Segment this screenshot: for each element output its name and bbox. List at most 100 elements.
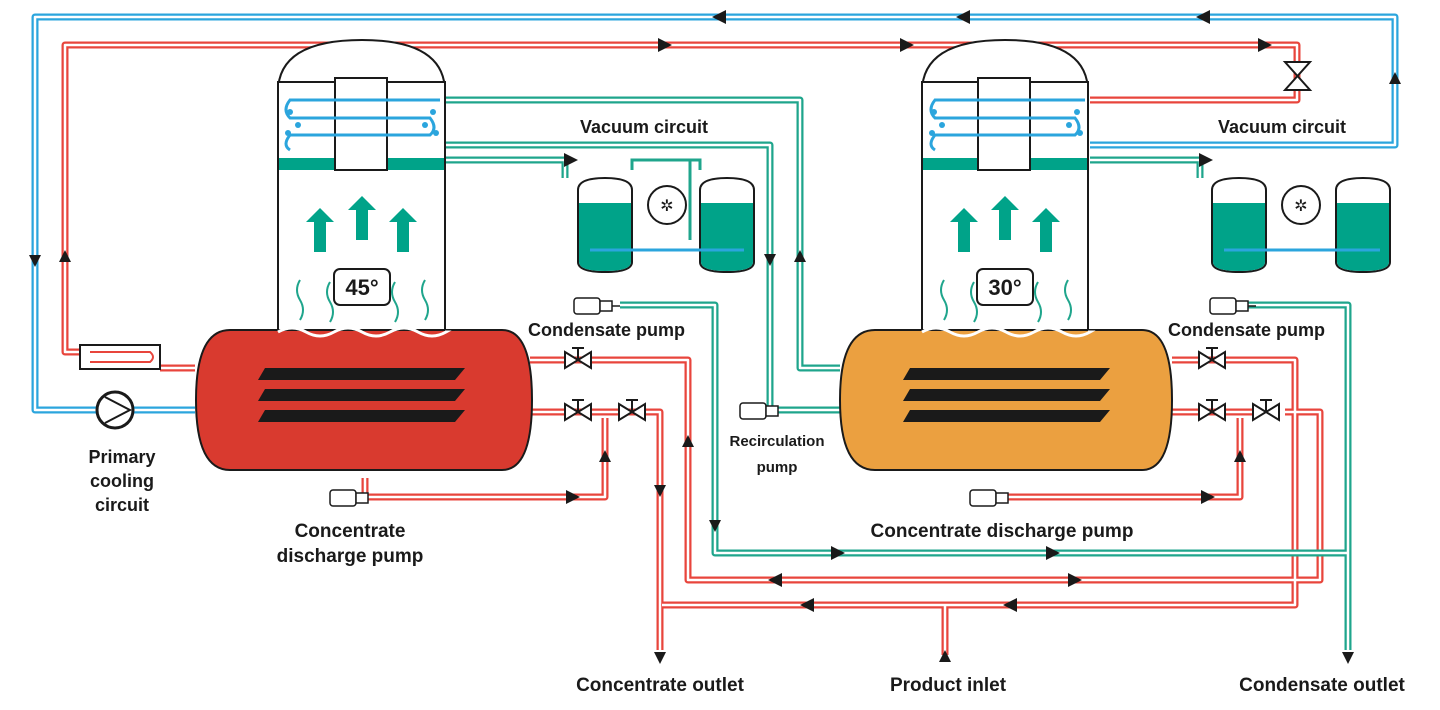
flow-arrow [1258, 38, 1272, 52]
condensate-pump-label: Condensate pump [1168, 320, 1325, 340]
flow-arrow [794, 250, 806, 262]
heat-exchanger [79, 344, 161, 370]
flow-arrow [1003, 598, 1017, 612]
concentrate-discharge-pump-label: discharge pump [277, 546, 424, 567]
flow-arrow [712, 10, 726, 24]
liquid-wave [277, 326, 452, 338]
vacuum-circuit-label: Vacuum circuit [1218, 117, 1346, 137]
valve-icon [564, 399, 592, 422]
evaporator-stage-1: 45° [194, 38, 534, 471]
primary-cooling-pump-icon [95, 390, 135, 430]
flow-arrow [654, 652, 666, 664]
heating-tubes [903, 368, 1110, 422]
vacuum-unit-1: ✲ [577, 158, 755, 274]
column-dome [920, 38, 1090, 93]
condenser-coil [284, 98, 440, 152]
temperature-readout: 45° [345, 275, 378, 300]
temperature-box [976, 268, 1034, 306]
evaporator-stage-2: 30° [838, 38, 1174, 471]
vacuum-tank [699, 176, 755, 274]
flow-arrows [29, 10, 1401, 664]
flow-arrow [956, 10, 970, 24]
vapor-arrows-icon [306, 196, 417, 252]
droplet-icons [285, 109, 439, 136]
flow-arrow [1389, 72, 1401, 84]
valve-icon [1198, 399, 1226, 422]
flow-arrow [1201, 490, 1215, 504]
recirculation-pump-label: pump [757, 459, 798, 476]
condensate-pump-icon [1209, 297, 1256, 315]
vapor-arrows-icon [950, 196, 1060, 252]
vacuum-tank [1211, 176, 1267, 274]
concentrate-outlet-label: Concentrate outlet [576, 675, 745, 696]
flow-arrow [682, 435, 694, 447]
flow-arrow [939, 650, 951, 662]
concentrate-pump-icon [329, 489, 369, 507]
flow-arrow [658, 38, 672, 52]
svg-text:✲: ✲ [1294, 196, 1307, 215]
steam-icon [940, 279, 1072, 323]
flow-arrow [1046, 546, 1060, 560]
vacuum-circuit-label: Vacuum circuit [580, 117, 708, 137]
column-dome [276, 38, 447, 93]
labels: Vacuum circuit Vacuum circuit Condensate… [88, 117, 1405, 696]
flow-arrow [1068, 573, 1082, 587]
steam-icon [296, 279, 429, 323]
flow-arrow [900, 38, 914, 52]
liquid-wave [921, 326, 1096, 338]
valve-icon [1198, 347, 1226, 370]
condensate-tray [923, 158, 977, 170]
small-pumps [329, 297, 1256, 507]
condensate-tray [1031, 158, 1087, 170]
temperature-box [333, 268, 391, 306]
condensate-outlet-label: Condensate outlet [1239, 675, 1405, 696]
expansion-valve-icon [1282, 61, 1313, 91]
temperature-readout: 30° [988, 275, 1021, 300]
droplet-icons [929, 109, 1083, 136]
concentrate-pump-icon [969, 489, 1009, 507]
flow-arrow [831, 546, 845, 560]
primary-cooling-circuit-label: cooling [90, 471, 154, 491]
vacuum-pump-icon [1281, 185, 1321, 225]
hot-water-pipe [61, 41, 1301, 372]
flow-arrow [1199, 153, 1213, 167]
condensate-tray [279, 158, 334, 170]
condensate-tray [388, 158, 444, 170]
vapor-duct [977, 77, 1031, 171]
flow-arrow [768, 573, 782, 587]
condensate-pump-label: Condensate pump [528, 320, 685, 340]
flow-arrow [599, 450, 611, 462]
primary-cooling-circuit-label: circuit [95, 495, 149, 515]
condensate-pump-icon [573, 297, 620, 315]
product-inlet-label: Product inlet [890, 675, 1007, 696]
flow-arrow [800, 598, 814, 612]
heating-tubes [258, 368, 465, 422]
recirculation-pump-label: Recirculation [729, 433, 824, 450]
valve-icon [1252, 399, 1280, 422]
vacuum-tank [1335, 176, 1391, 274]
condenser-coil [929, 98, 1085, 152]
valve-icon [564, 347, 592, 370]
flow-arrow [566, 490, 580, 504]
primary-cooling-circuit-label: Primary [88, 447, 155, 467]
vacuum-unit-2: ✲ [1211, 176, 1391, 274]
flow-arrow [764, 254, 776, 266]
flow-arrow [654, 485, 666, 497]
recirculation-pump-icon [739, 402, 779, 420]
valves [564, 61, 1313, 422]
flow-arrow [709, 520, 721, 532]
flow-arrow [564, 153, 578, 167]
flow-arrow [1234, 450, 1246, 462]
flow-arrow [59, 250, 71, 262]
concentrate-discharge-pump-label: Concentrate [295, 521, 406, 542]
flow-arrow [1342, 652, 1354, 664]
valve-icon [618, 399, 646, 422]
vacuum-pump-icon [647, 185, 687, 225]
flow-arrow [29, 255, 41, 267]
concentrate-discharge-pump-label: Concentrate discharge pump [871, 521, 1134, 542]
svg-text:✲: ✲ [660, 196, 673, 215]
vacuum-tank [577, 176, 633, 274]
vapor-duct [334, 77, 388, 171]
flow-arrow [1196, 10, 1210, 24]
